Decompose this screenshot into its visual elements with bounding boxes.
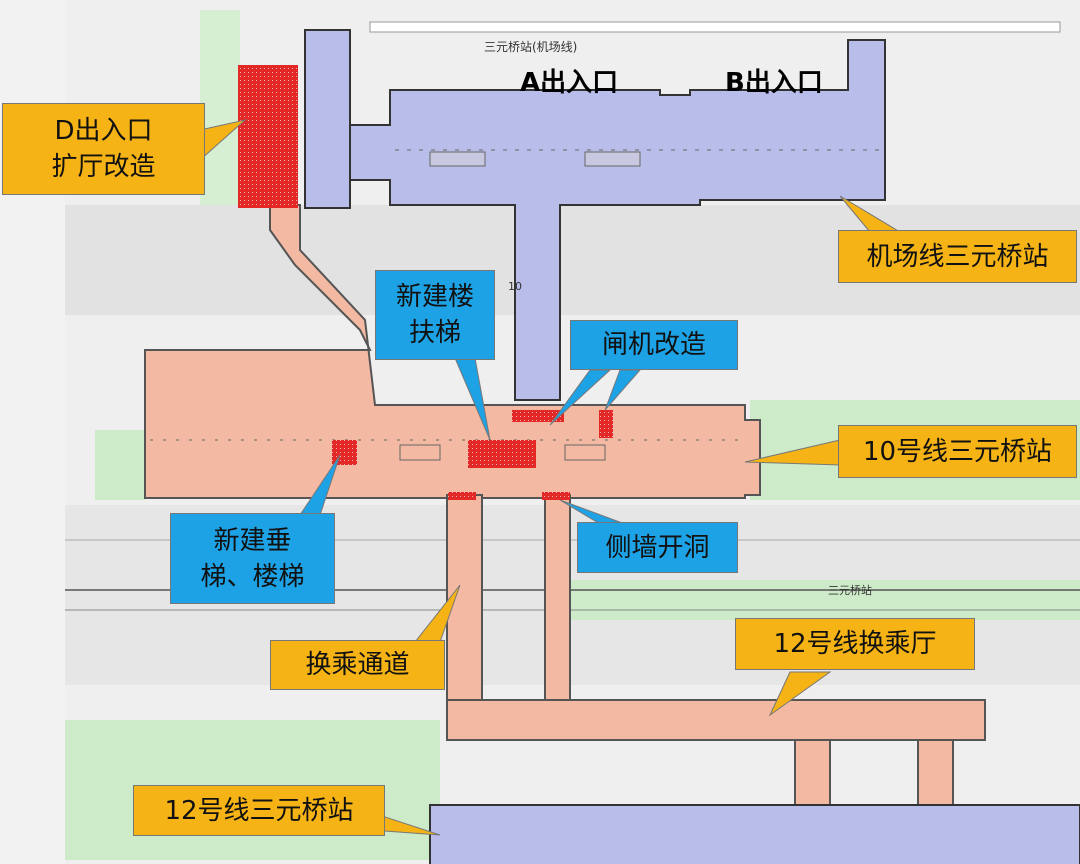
callout-transfer-passage: 换乘通道 [270, 640, 445, 690]
callout-new-elevator-stairs: 新建垂梯、楼梯 [170, 513, 335, 604]
callout-airport-line-station: 机场线三元桥站 [838, 230, 1077, 283]
callout-line12-station: 12号线三元桥站 [133, 785, 385, 836]
callout-side-wall-opening: 侧墙开洞 [577, 522, 738, 573]
callout-line10-station: 10号线三元桥站 [838, 425, 1077, 478]
callout-d-entrance: D出入口扩厅改造 [2, 103, 205, 195]
airport-line-station [304, 29, 886, 401]
callout-new-escalator: 新建楼扶梯 [375, 270, 495, 360]
renovation-areas [238, 65, 613, 500]
airport-line-station-label: 三元桥站(机场线) [484, 40, 578, 54]
sanyuanqiao-station-label: 三元桥站 [828, 584, 872, 597]
line10-mark: 10 [508, 280, 522, 293]
line12-station [429, 804, 1080, 864]
green-zone [200, 10, 240, 215]
entrance-b-label: B出入口 [725, 68, 823, 98]
callout-gate-renovation: 闸机改造 [570, 320, 738, 370]
callout-line12-transfer-hall: 12号线换乘厅 [735, 618, 975, 670]
entrance-a-label: A出入口 [520, 68, 619, 98]
